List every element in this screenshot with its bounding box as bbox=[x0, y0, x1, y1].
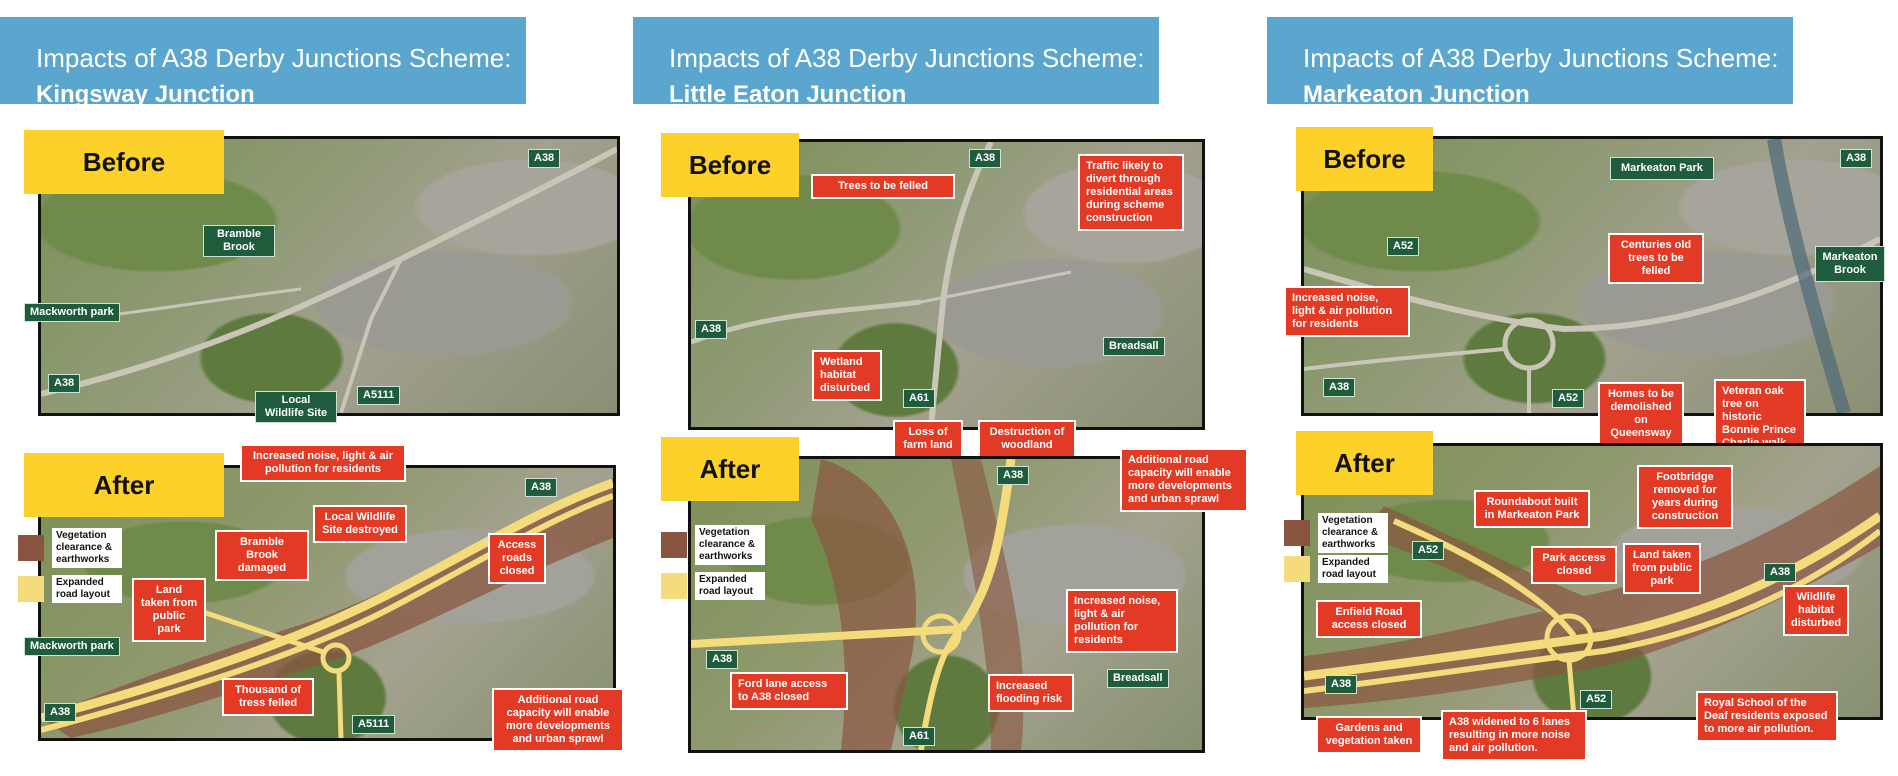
impact-urban-sprawl: Additional road capacity will enable mor… bbox=[1120, 448, 1248, 512]
place-label-markeaton-brook: Markeaton Brook bbox=[1815, 246, 1885, 282]
road-layout-overlay bbox=[41, 478, 613, 738]
legend-vegetation: Vegetation clearance & earthworks bbox=[661, 525, 765, 565]
legend-swatch-road bbox=[661, 573, 687, 599]
after-tag: After bbox=[661, 437, 799, 501]
title-box-kingsway: Impacts of A38 Derby Junctions Scheme: K… bbox=[0, 17, 526, 108]
place-label-mackworth-park: Mackworth park bbox=[24, 303, 120, 322]
legend-road-label: Expanded road layout bbox=[52, 575, 122, 603]
road-label-a38: A38 bbox=[1840, 149, 1873, 168]
impact-wildlife-habitat: Wildlife habitat disturbed bbox=[1783, 585, 1849, 636]
road-label-a38: A38 bbox=[44, 703, 77, 722]
road-label-a61: A61 bbox=[903, 727, 936, 746]
road-label-a38: A38 bbox=[997, 466, 1030, 485]
impact-traffic-divert: Traffic likely to divert through residen… bbox=[1078, 154, 1184, 231]
title-box-markeaton: Impacts of A38 Derby Junctions Scheme: M… bbox=[1267, 17, 1793, 108]
legend-vegetation: Vegetation clearance & earthworks bbox=[18, 528, 122, 568]
impact-trees-felled: Thousand of tress felled bbox=[222, 678, 314, 716]
impact-enfield-road-closed: Enfield Road access closed bbox=[1316, 600, 1422, 638]
title-line2: Kingsway Junction bbox=[36, 81, 255, 108]
road-label-a61: A61 bbox=[903, 389, 936, 408]
title-line1: Impacts of A38 Derby Junctions Scheme: bbox=[1303, 43, 1779, 73]
road-label-a38: A38 bbox=[1325, 675, 1358, 694]
before-tag: Before bbox=[1296, 127, 1433, 191]
impact-centuries-old-trees: Centuries old trees to be felled bbox=[1608, 233, 1704, 284]
legend-road: Expanded road layout bbox=[1284, 555, 1388, 583]
legend-road-label: Expanded road layout bbox=[695, 572, 765, 600]
before-tag: Before bbox=[661, 133, 799, 197]
legend-vegetation-label: Vegetation clearance & earthworks bbox=[695, 525, 765, 565]
impact-access-roads-closed: Access roads closed bbox=[488, 533, 546, 584]
road-label-a5111: A5111 bbox=[352, 715, 396, 734]
road-label-a38: A38 bbox=[528, 149, 561, 168]
road-label-a38: A38 bbox=[706, 650, 739, 669]
road-label-a52: A52 bbox=[1580, 690, 1613, 709]
road-label-a5111: A5111 bbox=[357, 386, 401, 405]
title-box-little-eaton: Impacts of A38 Derby Junctions Scheme: L… bbox=[633, 17, 1159, 108]
road-label-a52: A52 bbox=[1387, 237, 1420, 256]
legend-swatch-road bbox=[1284, 556, 1310, 582]
impact-footbridge-removed: Footbridge removed for years during cons… bbox=[1637, 465, 1733, 529]
impact-destruction-woodland: Destruction of woodland bbox=[978, 420, 1076, 458]
place-label-breadsall: Breadsall bbox=[1103, 337, 1165, 356]
impact-noise-pollution: Increased noise, light & air pollution f… bbox=[240, 444, 406, 482]
road-label-a52: A52 bbox=[1412, 541, 1445, 560]
impact-land-taken-park: Land taken from public park bbox=[132, 578, 206, 642]
place-label-local-wildlife-site: Local Wildlife Site bbox=[255, 391, 337, 423]
after-tag: After bbox=[24, 453, 224, 517]
place-label-markeaton-park: Markeaton Park bbox=[1610, 157, 1714, 180]
legend-swatch-vegetation bbox=[661, 532, 687, 558]
place-label-mackworth-park: Mackworth park bbox=[24, 637, 120, 656]
road-label-a38: A38 bbox=[1764, 563, 1797, 582]
place-label-bramble-brook: Bramble Brook bbox=[203, 225, 275, 257]
road-label-a38: A38 bbox=[48, 374, 81, 393]
impact-a38-widened: A38 widened to 6 lanes resulting in more… bbox=[1441, 710, 1587, 761]
impact-park-access-closed: Park access closed bbox=[1531, 546, 1617, 584]
impact-gardens-taken: Gardens and vegetation taken bbox=[1316, 716, 1422, 754]
before-tag: Before bbox=[24, 130, 224, 194]
legend-swatch-vegetation bbox=[1284, 520, 1310, 546]
title-line1: Impacts of A38 Derby Junctions Scheme: bbox=[36, 43, 512, 73]
impact-land-taken-park: Land taken from public park bbox=[1623, 543, 1701, 594]
impact-flooding-risk: Increased flooding risk bbox=[988, 674, 1074, 712]
impact-ford-lane-closed: Ford lane access to A38 closed bbox=[730, 672, 848, 710]
impact-wildlife-site-destroyed: Local Wildlife Site destroyed bbox=[313, 505, 407, 543]
title-line1: Impacts of A38 Derby Junctions Scheme: bbox=[669, 43, 1145, 73]
title-line2: Little Eaton Junction bbox=[669, 81, 907, 108]
after-tag: After bbox=[1296, 431, 1433, 495]
impact-trees-felled: Trees to be felled bbox=[811, 174, 955, 199]
impact-bramble-brook-damaged: Bramble Brook damaged bbox=[215, 530, 309, 581]
legend-vegetation-label: Vegetation clearance & earthworks bbox=[1318, 513, 1388, 553]
legend-vegetation-label: Vegetation clearance & earthworks bbox=[52, 528, 122, 568]
legend-swatch-vegetation bbox=[18, 535, 44, 561]
impact-royal-school-deaf: Royal School of the Deaf residents expos… bbox=[1696, 691, 1838, 742]
place-label-breadsall: Breadsall bbox=[1107, 669, 1169, 688]
road-layout-overlay bbox=[1304, 466, 1880, 717]
impact-loss-farm-land: Loss of farm land bbox=[893, 420, 963, 458]
road-label-a38: A38 bbox=[969, 149, 1002, 168]
legend-swatch-road bbox=[18, 576, 44, 602]
legend-road: Expanded road layout bbox=[661, 572, 765, 600]
impact-noise-pollution: Increased noise, light & air pollution f… bbox=[1284, 286, 1410, 337]
road-label-a38: A38 bbox=[525, 478, 558, 497]
legend-road-label: Expanded road layout bbox=[1318, 555, 1388, 583]
legend-vegetation: Vegetation clearance & earthworks bbox=[1284, 513, 1388, 553]
impact-roundabout-in-park: Roundabout built in Markeaton Park bbox=[1474, 490, 1590, 528]
legend-road: Expanded road layout bbox=[18, 575, 122, 603]
impact-urban-sprawl: Additional road capacity will enable mor… bbox=[492, 688, 624, 752]
road-label-a38: A38 bbox=[1323, 378, 1356, 397]
impact-homes-demolished: Homes to be demolished on Queensway bbox=[1598, 382, 1684, 446]
title-line2: Markeaton Junction bbox=[1303, 81, 1530, 108]
impact-noise-pollution: Increased noise, light & air pollution f… bbox=[1066, 589, 1178, 653]
road-label-a52: A52 bbox=[1552, 389, 1585, 408]
impact-wetland-habitat: Wetland habitat disturbed bbox=[812, 350, 882, 401]
road-label-a38: A38 bbox=[695, 320, 728, 339]
